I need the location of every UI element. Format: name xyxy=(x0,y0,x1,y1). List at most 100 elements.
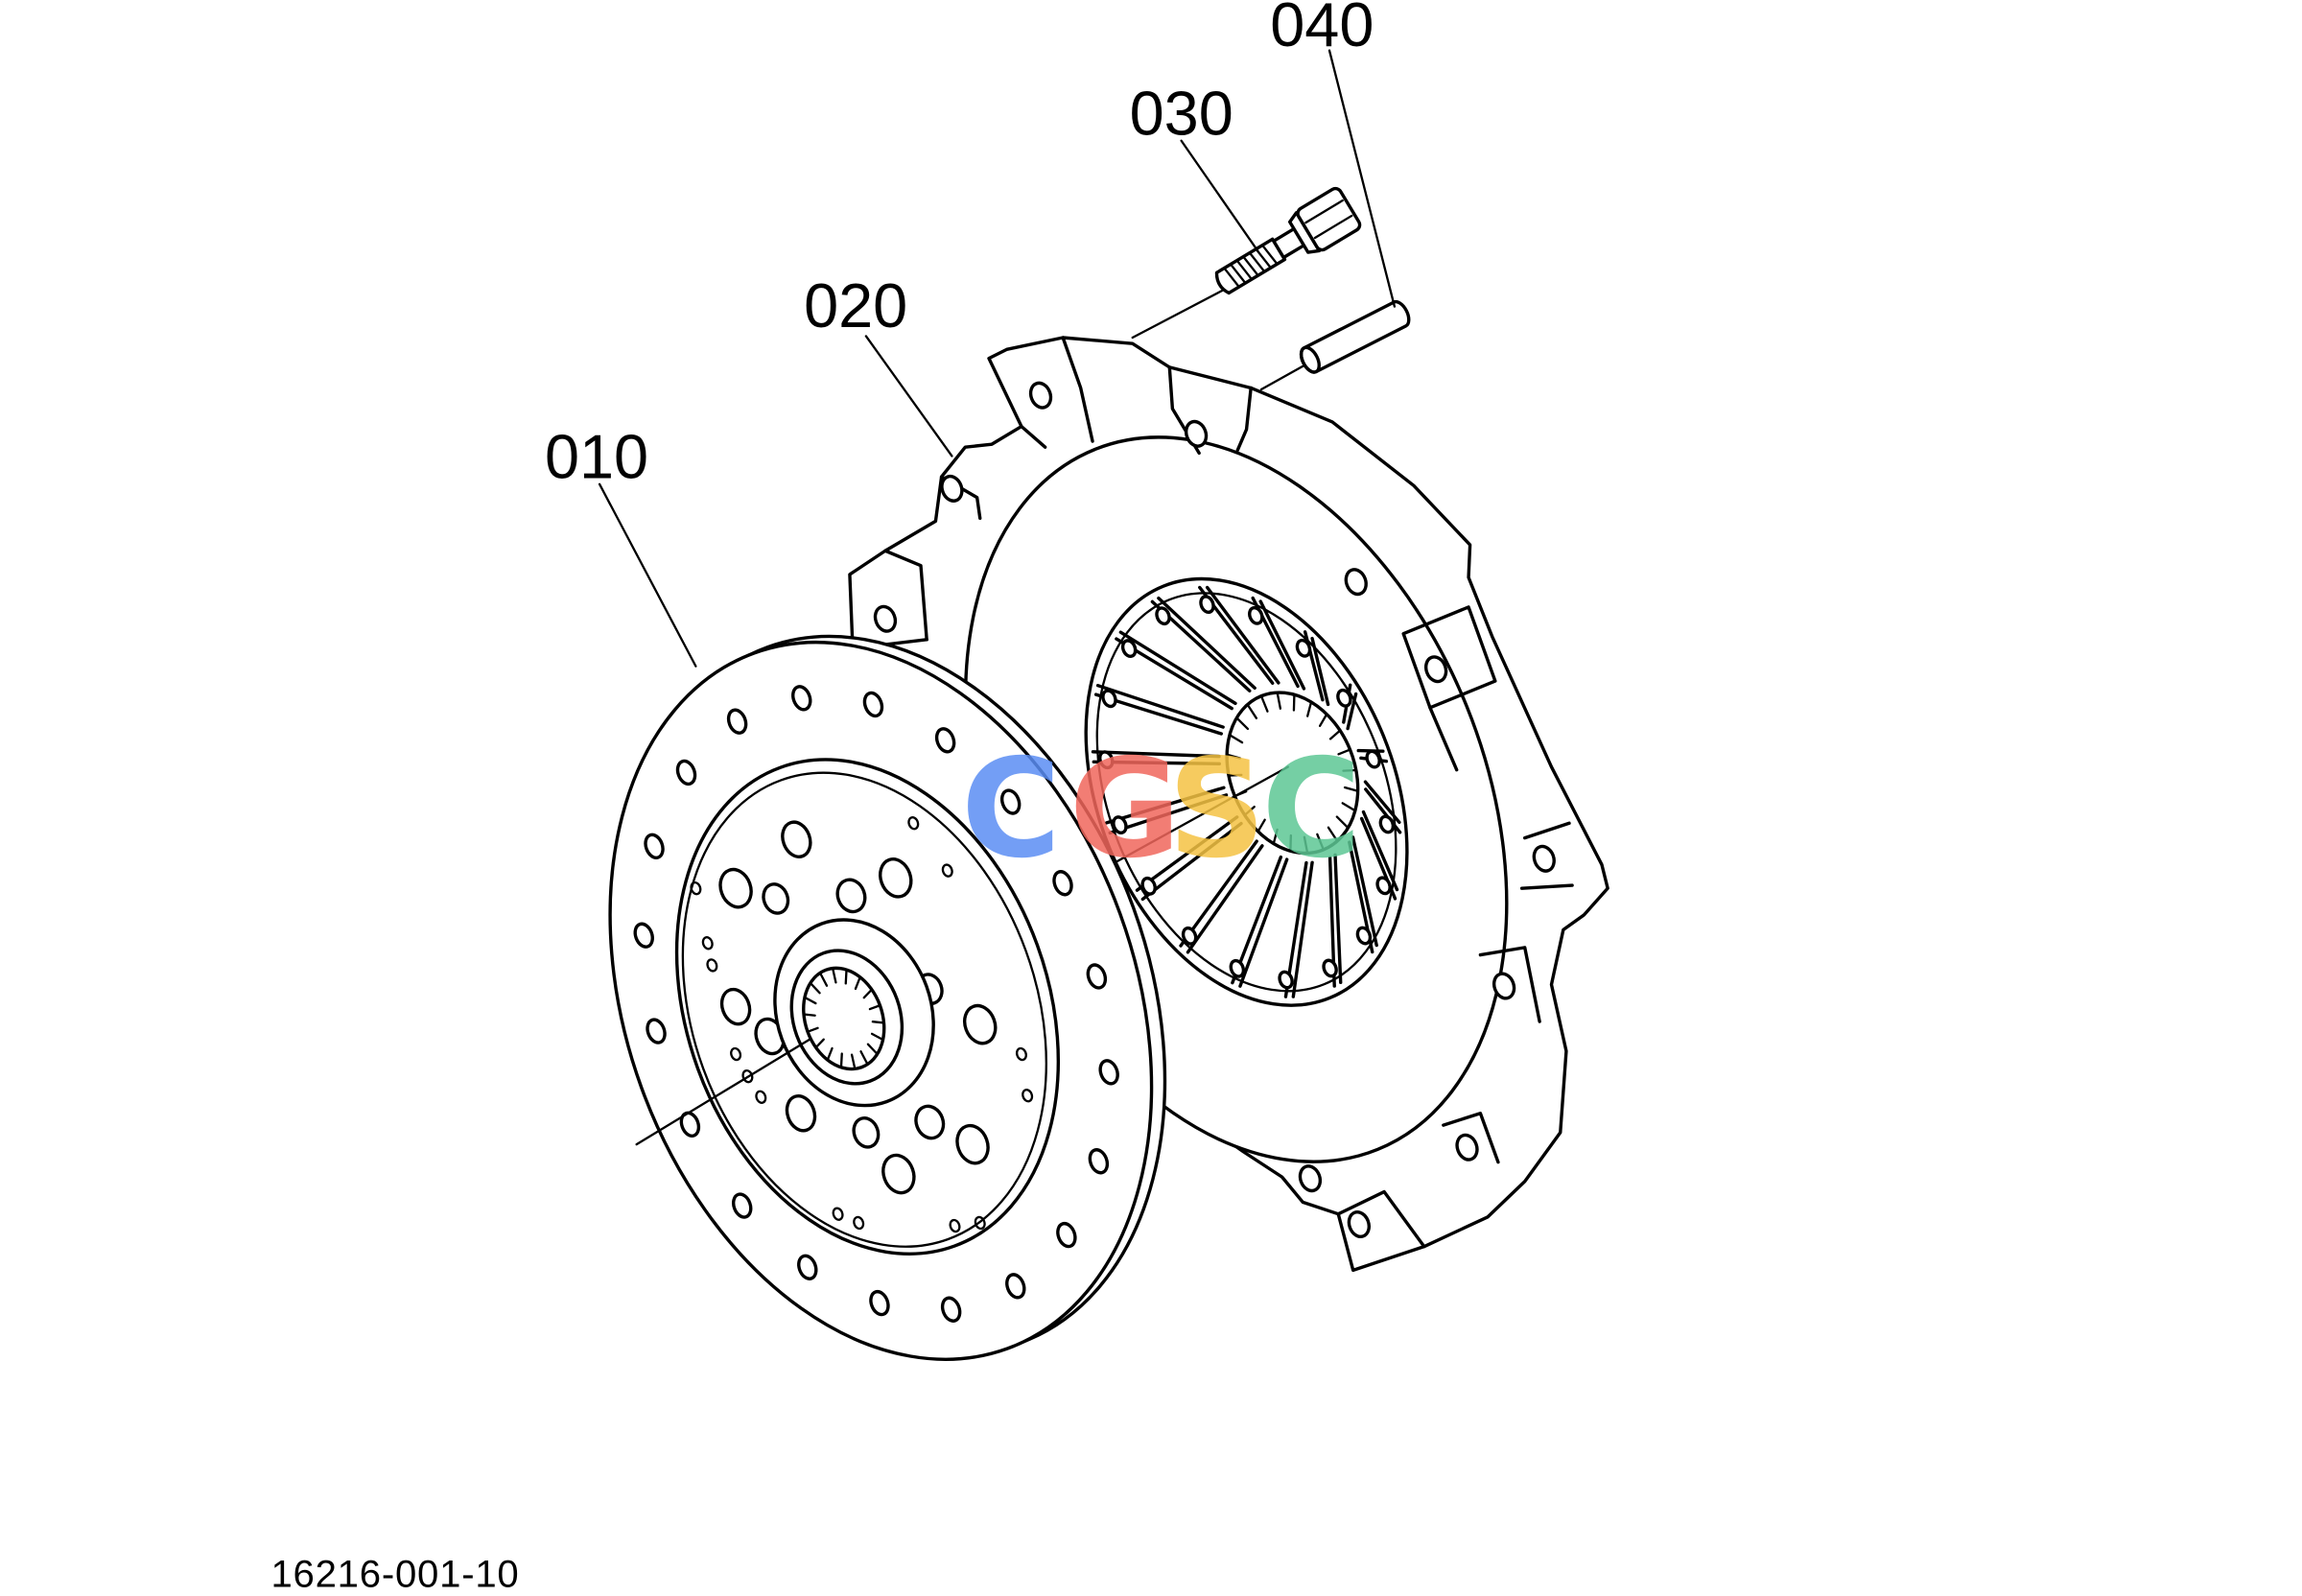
disc-plate-holes xyxy=(718,820,998,1195)
clutch-disc xyxy=(608,634,1167,1361)
plate-hole xyxy=(955,1123,990,1165)
finger-slot-line xyxy=(1118,630,1237,706)
rivet xyxy=(853,1215,865,1231)
pin-end xyxy=(1299,345,1321,374)
finger-slot-line xyxy=(1108,793,1229,835)
watermark-letter: G xyxy=(1069,730,1182,888)
spline-tooth xyxy=(809,981,821,995)
disc-inner-plate-step xyxy=(681,771,1047,1248)
finger-slot-hole xyxy=(1248,605,1264,625)
rivet xyxy=(755,1090,767,1104)
lining-hole xyxy=(999,788,1022,815)
plate-hole xyxy=(785,1094,817,1133)
spline-tooth xyxy=(1328,729,1342,740)
spline-tooth xyxy=(806,1026,819,1033)
spline-tooth xyxy=(839,1052,843,1068)
spline-tooth xyxy=(1335,815,1350,830)
finger-slot-hole xyxy=(1155,606,1171,626)
finger-slot-hole xyxy=(1355,926,1373,946)
leader-line-020 xyxy=(864,335,953,458)
cover-hole xyxy=(1423,655,1448,684)
finger-slot-hole xyxy=(1112,815,1128,834)
spline-tooth xyxy=(818,972,829,987)
finger-slot-line xyxy=(1363,780,1401,825)
spline-tooth xyxy=(854,975,861,991)
cover-hole xyxy=(873,604,898,633)
thread-line xyxy=(1248,251,1266,273)
lining-hole xyxy=(1088,1148,1110,1175)
finger-slot-line xyxy=(1092,760,1222,766)
spline-tooth xyxy=(803,996,817,1005)
cover-hole xyxy=(1298,1164,1323,1193)
diaphragm-spring-fingers xyxy=(1091,585,1402,998)
thread-line xyxy=(1223,267,1240,289)
cover-tab-detail xyxy=(1336,1189,1426,1249)
lining-hole xyxy=(791,685,812,712)
lining-hole xyxy=(869,1289,890,1317)
rivet xyxy=(949,1218,961,1233)
cover-tab-detail xyxy=(1519,883,1574,890)
spline-tooth xyxy=(866,1043,879,1056)
pressure-plate-assembly xyxy=(848,336,1609,1273)
spline-tooth xyxy=(868,1004,881,1011)
finger-slot-hole xyxy=(1101,689,1117,709)
part-label-030: 030 xyxy=(1130,79,1233,149)
spline-tooth xyxy=(1342,768,1357,772)
lining-hole xyxy=(934,727,956,754)
bolt xyxy=(1214,186,1362,295)
finger-slot-hole xyxy=(1140,876,1157,896)
cover-hole xyxy=(1492,972,1516,1000)
spline-tooth xyxy=(1246,703,1258,719)
finger-slot-hole xyxy=(1181,926,1198,946)
finger-slot-line xyxy=(1091,750,1221,759)
pin-body xyxy=(1299,299,1411,374)
finger-slot-hole xyxy=(1097,750,1115,770)
cover-hole xyxy=(1344,568,1368,597)
finger-slot-line xyxy=(1361,810,1399,892)
leader-lines xyxy=(598,49,1397,668)
part-label-020: 020 xyxy=(804,270,907,340)
rivet xyxy=(706,958,718,973)
cover-hole xyxy=(1532,844,1556,873)
cover-tab-detail xyxy=(1235,386,1253,452)
lining-hole xyxy=(940,1296,962,1323)
spline-tooth xyxy=(1318,713,1328,727)
plate-hole xyxy=(718,867,753,909)
finger-slot-line xyxy=(1333,853,1343,985)
cover-tab-detail xyxy=(1401,605,1497,710)
watermark-letter: S xyxy=(1168,730,1266,888)
spline-tooth xyxy=(862,988,874,999)
rivet xyxy=(730,1046,742,1062)
spline-tooth xyxy=(832,967,837,984)
spline-tooth xyxy=(850,1053,857,1070)
cover-hole xyxy=(1028,381,1053,410)
cover-tab-detail xyxy=(1478,946,1541,1023)
spline-tooth xyxy=(1235,716,1250,731)
spline-tooth xyxy=(870,1032,884,1042)
part-label-040: 040 xyxy=(1270,0,1374,59)
lining-hole xyxy=(633,922,654,949)
lining-hole xyxy=(1086,963,1108,990)
finger-slot-line xyxy=(1186,844,1264,954)
finger-slot-hole xyxy=(1278,970,1294,990)
thread-line xyxy=(1242,255,1259,277)
spline-tooth xyxy=(814,1038,825,1049)
lining-hole xyxy=(1052,870,1073,897)
leader-line-040 xyxy=(1327,49,1397,308)
finger-slot-hole xyxy=(1365,749,1381,769)
cover-tab-detail xyxy=(1020,424,1047,449)
spline-tooth xyxy=(1327,826,1339,843)
spline-tooth xyxy=(844,969,848,985)
rivet xyxy=(974,1215,986,1231)
cover-hole xyxy=(1455,1133,1479,1162)
finger-slot-hole xyxy=(1229,958,1246,978)
plate-hole xyxy=(835,878,867,914)
bolt-head xyxy=(1296,186,1362,252)
finger-slot-hole xyxy=(1120,639,1138,659)
pin xyxy=(1299,299,1411,374)
leader-line-010 xyxy=(598,482,697,668)
spline-tooth xyxy=(1316,833,1325,852)
spline-tooth xyxy=(1257,818,1266,833)
lining-hole xyxy=(644,833,665,859)
diaphragm-ring xyxy=(1095,592,1398,993)
